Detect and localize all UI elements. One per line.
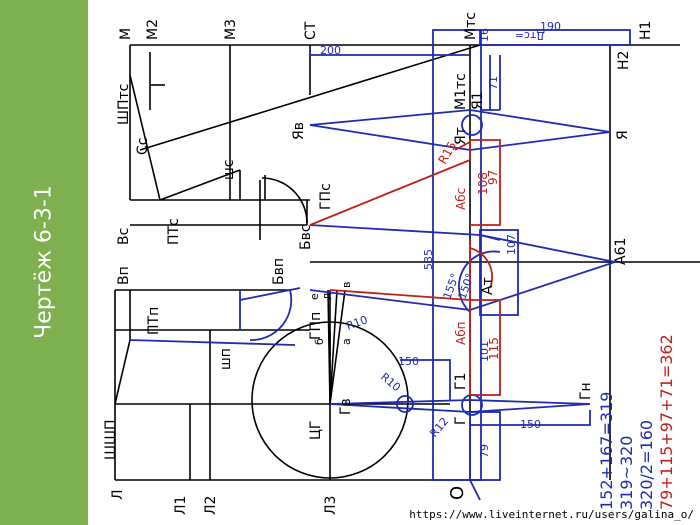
dim-79: 79: [478, 444, 491, 458]
label-l1: Л1: [173, 496, 189, 515]
dim-97: 97: [486, 170, 500, 185]
label-tsg: ЦГ: [308, 421, 324, 440]
label-n1: Н1: [638, 21, 654, 40]
label-ya1: Я1: [470, 91, 486, 110]
dim-dts: Дтс=: [515, 29, 545, 42]
calculations: 152+167=319 319~320 320/2=160 79+115+97+…: [597, 334, 676, 510]
calc-line-2: 319~320: [617, 436, 636, 510]
calc-line-3: 320/2=160: [637, 420, 656, 510]
label-l2: Л2: [203, 496, 219, 515]
label-shs: шс: [221, 159, 237, 180]
label-o: О: [447, 486, 468, 500]
slide-sidebar: Чертёж 6-3-1: [0, 0, 88, 525]
dim-107: 107: [505, 234, 518, 255]
label-l3: Л3: [323, 496, 339, 515]
dim-190: 190: [540, 20, 561, 33]
label-l: Л: [110, 489, 126, 500]
back-pattern: [129, 29, 631, 501]
dim-r12: R12: [427, 415, 451, 440]
label-vp: Вп: [116, 266, 132, 285]
label-a61: А61: [613, 238, 629, 265]
label-m3: М3: [223, 19, 239, 40]
label-shshp: ШШП: [103, 420, 119, 460]
labels-black: М М2 М3 СТ Мтс Н1 Н2 ШПтс Сс Яв М1тс Я1 …: [103, 12, 654, 515]
label-ch-d: д: [320, 292, 333, 300]
source-url: https://www.liveinternet.ru/users/galina…: [409, 508, 694, 521]
label-ch-b: б: [313, 338, 326, 345]
label-at: Ат: [480, 277, 496, 295]
dim-150: 150: [398, 355, 419, 368]
label-ch-a: а: [340, 338, 353, 345]
label-shpts: ШПтс: [116, 84, 132, 125]
label-gpp: ГПп: [308, 312, 324, 340]
dim-115: 115: [487, 337, 501, 360]
label-gn: Гн: [578, 382, 594, 400]
label-yat: Ят: [453, 127, 469, 145]
label-gv: Гв: [338, 398, 354, 415]
labels-red: R15 108 97 Абс Абп 115: [435, 139, 501, 360]
label-ptp: ПТп: [146, 307, 162, 335]
dim-71: 71: [487, 76, 500, 90]
label-ch-e: е: [308, 293, 321, 300]
label-m1ts: М1тс: [453, 73, 469, 110]
label-abp: Абп: [454, 322, 468, 345]
label-ya: Я: [615, 130, 631, 140]
dim-535: 535: [422, 249, 435, 270]
label-bvp: Бвп: [271, 258, 287, 285]
calc-line-1: 152+167=319: [597, 392, 616, 510]
slide-title: Чертёж 6-3-1: [31, 185, 57, 339]
label-mts: Мтс: [463, 12, 479, 40]
label-ss: Сс: [135, 138, 151, 155]
dim-150b: 150: [520, 418, 541, 431]
label-m2: М2: [145, 19, 161, 40]
label-m: М: [118, 28, 134, 40]
labels-blue: 190 Дтс= 16 200 71 107 535 155° 150° R10…: [320, 20, 561, 458]
label-bvs: Бвс: [298, 224, 314, 250]
label-n2: Н2: [616, 51, 632, 70]
label-yav: Яв: [291, 122, 307, 140]
pattern-drawing: М М2 М3 СТ Мтс Н1 Н2 ШПтс Сс Яв М1тс Я1 …: [103, 12, 700, 515]
label-vs: Вс: [116, 228, 132, 245]
label-pts: ПТс: [166, 218, 182, 245]
label-st: СТ: [303, 21, 319, 40]
label-g1: Г1: [453, 373, 469, 390]
label-ch-v: в: [340, 282, 353, 288]
dim-16: 16: [478, 28, 491, 42]
label-g: Г: [453, 416, 469, 425]
dim-101: 101: [478, 341, 491, 362]
dim-r10b: R10: [378, 370, 403, 394]
label-abs: Абс: [454, 188, 468, 210]
dim-200: 200: [320, 44, 341, 57]
label-shp: шп: [218, 348, 234, 370]
front-pattern: [309, 139, 501, 396]
label-gps: ГПс: [318, 183, 334, 210]
dim-108: 108: [476, 172, 490, 195]
calc-line-4: 79+115+97+71=362: [657, 334, 676, 510]
